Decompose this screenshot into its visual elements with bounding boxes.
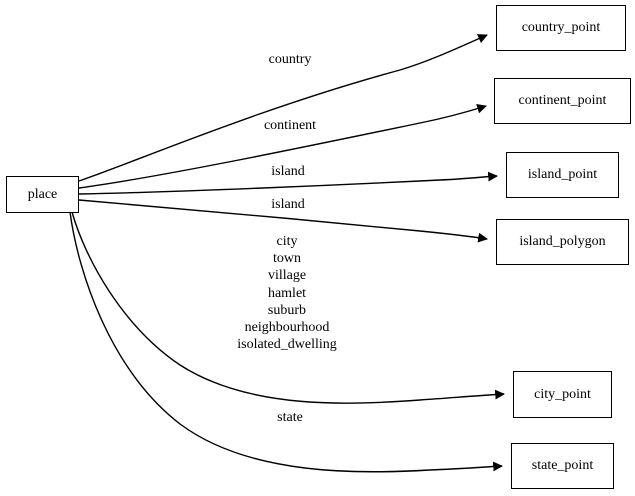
edge-place-island_point [78,171,498,195]
node-country_point-label: country_point [521,20,601,35]
edge-label-continent: continent [263,118,317,133]
edge-place-country_point [78,34,488,182]
node-continent_point[interactable]: continent_point [494,78,631,124]
node-place[interactable]: place [6,176,79,213]
node-continent_point-label: continent_point [518,93,607,108]
node-island_point[interactable]: island_point [506,152,619,198]
edge-label-island-point: island [271,164,305,179]
edge-place-state_point [69,211,503,473]
node-city_point-label: city_point [534,386,591,402]
edge-label-city-group: city town village hamlet suburb neighbou… [237,234,337,353]
node-city_point[interactable]: city_point [513,371,612,418]
node-place-label: place [27,186,58,202]
node-state_point-label: state_point [531,458,594,473]
edge-place-continent_point [78,103,487,189]
node-island_polygon[interactable]: island_polygon [496,219,629,265]
edge-label-country: country [268,52,312,67]
edge-place-island_polygon [78,199,488,243]
edge-label-island-polygon: island [271,197,305,212]
node-country_point[interactable]: country_point [496,5,626,51]
node-state_point[interactable]: state_point [511,443,614,489]
node-island_point-label: island_point [527,167,598,182]
node-island_polygon-label: island_polygon [519,234,606,249]
edge-label-state: state [277,410,303,425]
edge-place-city_point [71,211,505,404]
